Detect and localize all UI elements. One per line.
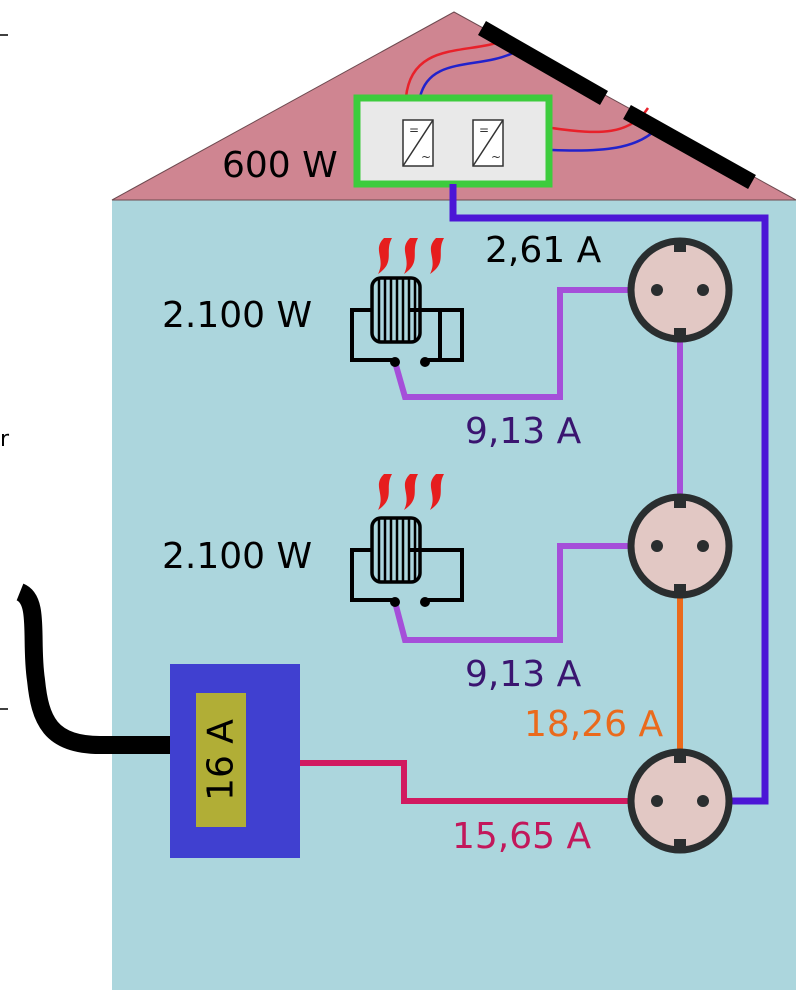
main-current-label: 15,65 A <box>452 816 592 857</box>
inverter-ac-symbol-1: ~ <box>421 150 431 164</box>
socket-icon <box>627 493 733 599</box>
flame-icon <box>378 474 444 510</box>
inverter-dc-symbol-1: = <box>409 123 419 137</box>
inverter-power-label: 600 W <box>222 145 338 186</box>
wire-heater-2 <box>392 543 632 643</box>
heater-1-power-label: 2.100 W <box>162 295 312 336</box>
fuse-box-icon <box>170 664 300 858</box>
solar-panel-icon <box>478 21 756 189</box>
socket-icon <box>627 237 733 343</box>
inverter-current-label: 2,61 A <box>485 230 602 271</box>
heater-2-power-label: 2.100 W <box>162 536 312 577</box>
inverter-icon: = ~ = ~ <box>353 94 553 188</box>
heater-coil-icon <box>350 276 464 367</box>
wire-heater-1 <box>392 287 632 400</box>
fuse-rating-label: 16 A <box>201 719 242 801</box>
socket-chain-current-label: 18,26 A <box>524 704 664 745</box>
inverter-dc-symbol-2: = <box>479 123 489 137</box>
margin-mark: r <box>0 427 10 452</box>
power-cable-icon <box>15 583 172 754</box>
heater-2-current-label: 9,13 A <box>465 654 582 695</box>
wire-inverter <box>449 184 769 805</box>
heater-coil-icon <box>350 516 464 607</box>
socket-icon <box>627 748 733 854</box>
inverter-ac-symbol-2: ~ <box>491 150 501 164</box>
heater-1-current-label: 9,13 A <box>465 411 582 452</box>
flame-icon <box>378 238 444 274</box>
wire-main <box>300 760 632 804</box>
